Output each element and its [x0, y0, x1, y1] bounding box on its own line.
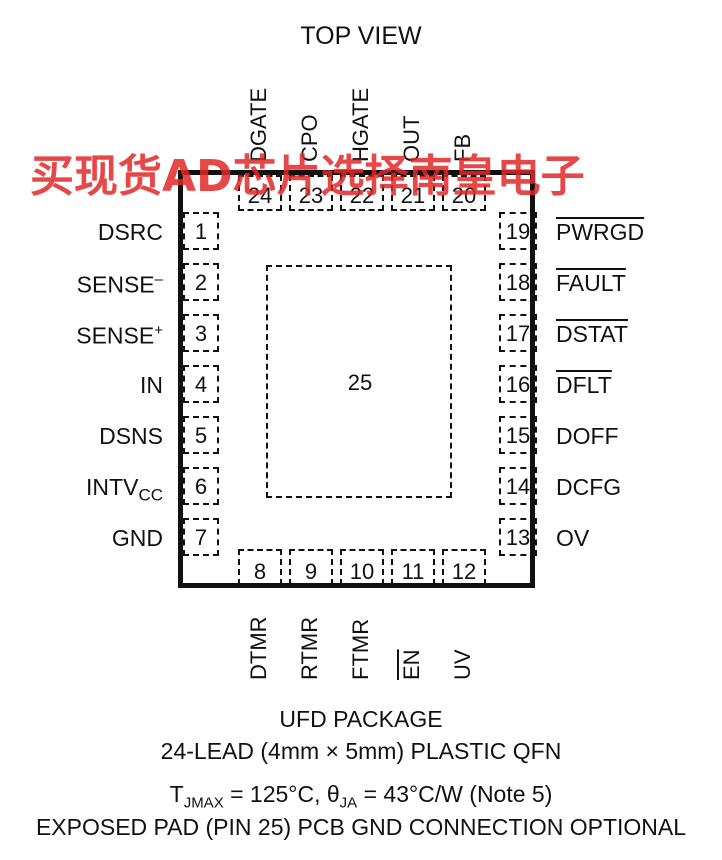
- thermal-t: T: [169, 781, 184, 807]
- pin-number: 10: [349, 559, 375, 584]
- thermal-mid: = 125°C, θ: [223, 781, 340, 807]
- pin-pad: [289, 549, 333, 585]
- pin-label: IN: [140, 374, 163, 397]
- pin-number: 8: [253, 559, 267, 584]
- pin-number: 23: [298, 183, 324, 208]
- pin-label: UV: [450, 649, 475, 680]
- pin-pad: [442, 549, 486, 585]
- pin-label: FTMR: [348, 618, 373, 680]
- pin-pad: [391, 175, 435, 211]
- pin-number: 15: [505, 423, 531, 448]
- pin-label-sup: +: [154, 322, 163, 339]
- pin-pad: [499, 416, 537, 454]
- pin-label-text: IN: [140, 372, 163, 398]
- thermal-spec: TJMAX = 125°C, θJA = 43°C/W (Note 5): [0, 783, 722, 811]
- pin-number: 11: [401, 559, 425, 584]
- package-outline: [178, 170, 535, 588]
- pin-pad: [391, 549, 435, 585]
- pin-label: INTVCC: [86, 476, 163, 504]
- pin-number: 24: [247, 183, 273, 208]
- pin-pad: [183, 263, 219, 301]
- pin-label: DOFF: [556, 423, 619, 449]
- pin-number: 9: [304, 559, 318, 584]
- pin-label: RTMR: [297, 616, 322, 680]
- pin-label: SENSE+: [76, 323, 163, 348]
- pin-pad: [499, 365, 537, 403]
- thermal-end: = 43°C/W (Note 5): [357, 781, 553, 807]
- pin-label: DFLT: [556, 372, 612, 398]
- pin-label-text: SENSE: [76, 271, 155, 298]
- pin-pad: [499, 518, 537, 556]
- exposed-pad-number: 25: [347, 370, 373, 395]
- pin-pad: [183, 212, 219, 250]
- package-name: UFD PACKAGE: [279, 706, 443, 732]
- pin-label-sub: CC: [138, 485, 163, 505]
- pin-label-text: DSRC: [97, 219, 163, 245]
- pin-label: DSTAT: [556, 321, 628, 347]
- pin-label: GND: [112, 527, 163, 550]
- pin-label: OV: [556, 525, 590, 551]
- pin-number: 20: [451, 183, 477, 208]
- pin-label: DTMR: [246, 616, 271, 680]
- pin-number: 5: [194, 423, 208, 448]
- pin-pad: [238, 175, 282, 211]
- pin-pad: [499, 263, 537, 301]
- pin-number: 3: [194, 321, 208, 346]
- pin-label: PWRGD: [556, 219, 645, 245]
- pin-number: 7: [194, 525, 208, 550]
- pin-pad: [183, 518, 219, 556]
- pin-number: 16: [505, 372, 531, 397]
- pin-pad: [183, 314, 219, 352]
- package-description: 24-LEAD (4mm × 5mm) PLASTIC QFN: [160, 738, 562, 764]
- pin-pad: [499, 314, 537, 352]
- pin-number: 18: [505, 270, 531, 295]
- pin-number: 12: [451, 559, 477, 584]
- pin-label: DSRC: [98, 221, 163, 244]
- pin-label: EN: [399, 649, 424, 680]
- pin-pad: [340, 175, 384, 211]
- pin-number: 6: [194, 474, 208, 499]
- pin-number: 19: [505, 219, 531, 244]
- pin-label-text: SENSE: [76, 322, 155, 349]
- pin-number: 13: [505, 525, 531, 550]
- pin-label: DSNS: [99, 425, 163, 448]
- pin-pad: [499, 467, 537, 505]
- pin-number: 22: [349, 183, 375, 208]
- pin-label: DCFG: [556, 474, 622, 500]
- pin-pad: [340, 549, 384, 585]
- pin-pad: [183, 416, 219, 454]
- pin-number: 17: [505, 321, 531, 346]
- pin-pad: [442, 175, 486, 211]
- pin-pad: [183, 467, 219, 505]
- watermark-text: 买现货AD芯片选择南皇电子: [30, 151, 585, 202]
- pin-number: 4: [194, 372, 208, 397]
- thermal-theta-sub: JA: [339, 794, 358, 812]
- pin-number: 1: [194, 219, 208, 244]
- thermal-t-sub: JMAX: [183, 794, 224, 812]
- exposed-pad-note: EXPOSED PAD (PIN 25) PCB GND CONNECTION …: [35, 814, 687, 840]
- pin-pad: [183, 365, 219, 403]
- pin-label-text: DSNS: [99, 423, 163, 449]
- pin-pad: [289, 175, 333, 211]
- pin-label-text: GND: [111, 525, 163, 551]
- pin-label: FAULT: [556, 270, 626, 296]
- pin-number: 14: [505, 474, 531, 499]
- pin-pad: [238, 549, 282, 585]
- pin-pad: [499, 212, 537, 250]
- exposed-pad: [266, 265, 452, 498]
- view-title: TOP VIEW: [300, 22, 422, 50]
- pin-number: 2: [194, 270, 208, 295]
- pin-label-sup: –: [154, 271, 163, 288]
- pin-number: 21: [400, 183, 426, 208]
- pin-label: SENSE–: [77, 272, 163, 297]
- pin-label-text: INTV: [86, 474, 139, 500]
